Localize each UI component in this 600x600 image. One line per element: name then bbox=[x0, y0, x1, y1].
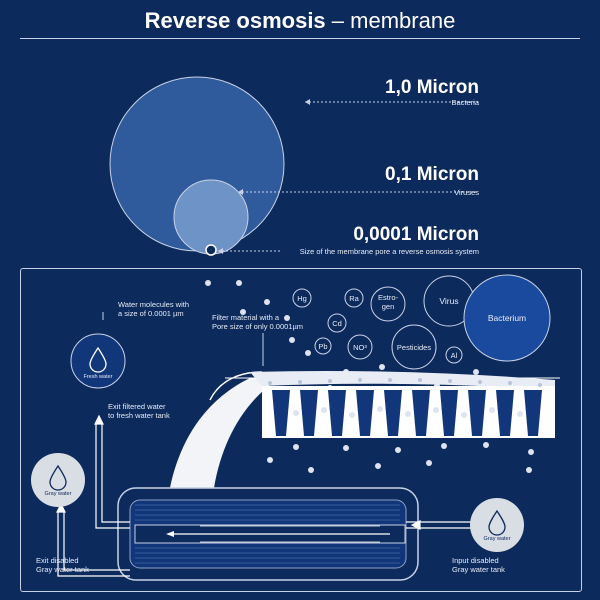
title-bold: Reverse osmosis bbox=[144, 8, 326, 33]
filter-material-label: Filter material with a Pore size of only… bbox=[212, 313, 304, 331]
particle-estrogen-label: Estro- gen bbox=[377, 293, 398, 311]
fresh-water-icon-label: Fresh water bbox=[83, 374, 113, 380]
water-drop-icon bbox=[89, 346, 107, 373]
gray-water-exit-icon-label: Gray water bbox=[44, 491, 72, 497]
particle-pb-label: Pb bbox=[318, 342, 328, 351]
membrane-panel bbox=[20, 268, 582, 592]
particle-estrogen bbox=[370, 286, 406, 322]
title-divider bbox=[20, 38, 580, 39]
pipes bbox=[56, 414, 472, 577]
particle-no bbox=[347, 334, 373, 360]
particle-ra bbox=[344, 288, 364, 308]
size-value-bacteria: 1,0 Micron bbox=[385, 77, 479, 98]
title-dash: – bbox=[331, 8, 345, 33]
particle-hg bbox=[292, 288, 312, 308]
fresh-water-icon-circle bbox=[70, 333, 126, 389]
particle-hg-label: Hg bbox=[297, 294, 307, 303]
membrane-sheet bbox=[170, 378, 280, 488]
membrane-pore-circle bbox=[205, 244, 217, 256]
particles bbox=[292, 274, 551, 370]
particle-pesticides-label: Pesticides bbox=[396, 343, 432, 352]
size-comparison-graphic bbox=[109, 76, 478, 256]
cartridge-housing bbox=[117, 487, 419, 581]
particle-virus-label: Virus bbox=[439, 296, 459, 306]
water-drop-icon bbox=[488, 509, 506, 536]
particle-al bbox=[445, 346, 463, 364]
gray-water-exit-icon-circle bbox=[31, 453, 85, 507]
gray-water-input-icon-label: Gray water bbox=[483, 536, 511, 542]
size-desc-viruses: Viruses bbox=[454, 188, 479, 197]
particle-pb bbox=[314, 337, 332, 355]
size-desc-membrane: Size of the membrane pore a reverse osmo… bbox=[299, 247, 479, 256]
title-thin: membrane bbox=[350, 8, 456, 33]
particle-no-label: NO³ bbox=[353, 343, 367, 352]
particle-bacterium-label: Bacterium bbox=[487, 313, 527, 323]
input-disabled-label: Input disabled Gray water tank bbox=[452, 556, 505, 574]
water-drop-icon bbox=[49, 464, 67, 491]
exit-filtered-label: Exit filtered water to fresh water tank bbox=[108, 402, 170, 420]
gray-water-input-icon-circle bbox=[470, 498, 524, 552]
size-desc-bacteria: Bacteria bbox=[451, 98, 479, 107]
water-molecules-label: Water molecules with a size of 0.0001 µm bbox=[118, 300, 189, 318]
particle-cd bbox=[327, 313, 347, 333]
particle-al-label: Al bbox=[450, 351, 458, 360]
particle-ra-label: Ra bbox=[349, 294, 359, 303]
page-title: Reverse osmosis – membrane bbox=[0, 8, 600, 34]
size-value-membrane: 0,0001 Micron bbox=[353, 224, 479, 245]
particle-cd-label: Cd bbox=[332, 319, 342, 328]
ro-cartridge bbox=[117, 487, 419, 581]
particle-pesticides bbox=[391, 324, 437, 370]
exit-disabled-label: Exit disabled Gray water tank bbox=[36, 556, 89, 574]
membrane-block bbox=[250, 371, 555, 438]
size-value-viruses: 0,1 Micron bbox=[385, 164, 479, 185]
particle-bacterium bbox=[463, 274, 551, 362]
